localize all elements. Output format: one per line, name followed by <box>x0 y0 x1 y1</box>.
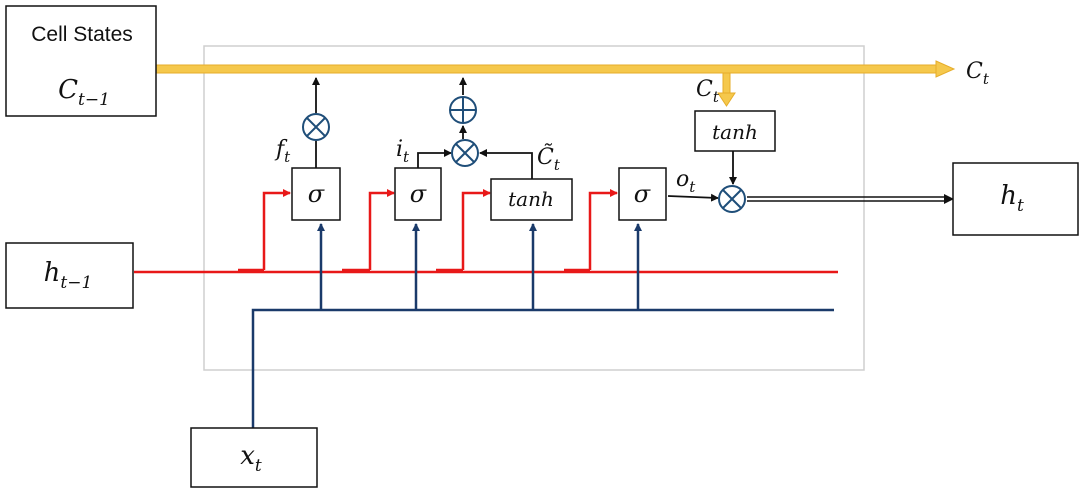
multiply-icon <box>302 113 330 141</box>
forget-gate-label: ft <box>274 137 291 166</box>
cell-output-label: Ct <box>966 59 990 88</box>
forget-gate-op: σ <box>308 180 325 208</box>
lstm-cell-frame <box>203 45 865 371</box>
forget-gate: σ <box>291 167 341 221</box>
cell-states-box: Cell States Ct−1 <box>5 5 157 117</box>
output-tanh-box: tanh <box>694 110 776 152</box>
output-gate: σ <box>618 167 667 221</box>
hidden-state-line <box>134 189 838 274</box>
input-x-box: xt <box>190 427 318 488</box>
cell-states-title: Cell States <box>31 23 133 46</box>
output-gate-op: σ <box>634 180 651 208</box>
gate-flow-arrows <box>312 77 737 202</box>
input-gate-op: σ <box>410 180 427 208</box>
multiply-icon <box>718 185 746 213</box>
input-x-line <box>251 223 834 428</box>
candidate-gate: tanh <box>490 178 573 221</box>
cell-states-symbol: Ct−1 <box>58 75 110 110</box>
output-tanh-op: tanh <box>712 120 758 144</box>
hidden-output-label: ht <box>1000 181 1024 216</box>
output-gate-label: ot <box>676 167 696 196</box>
cell-to-tanh-label: Ct <box>696 77 720 106</box>
input-gate: σ <box>394 167 442 221</box>
add-icon <box>449 96 477 124</box>
hidden-output-box: ht <box>952 162 1079 236</box>
hidden-input-box: ht−1 <box>5 242 134 309</box>
input-x-label: xt <box>240 441 262 476</box>
output-h-line <box>747 194 954 204</box>
candidate-gate-label: C̃t <box>537 144 561 174</box>
cell-state-line <box>155 60 956 107</box>
hidden-input-label: ht−1 <box>44 258 93 293</box>
multiply-icon <box>451 139 479 167</box>
candidate-gate-op: tanh <box>508 187 554 211</box>
input-gate-label: it <box>396 137 410 166</box>
